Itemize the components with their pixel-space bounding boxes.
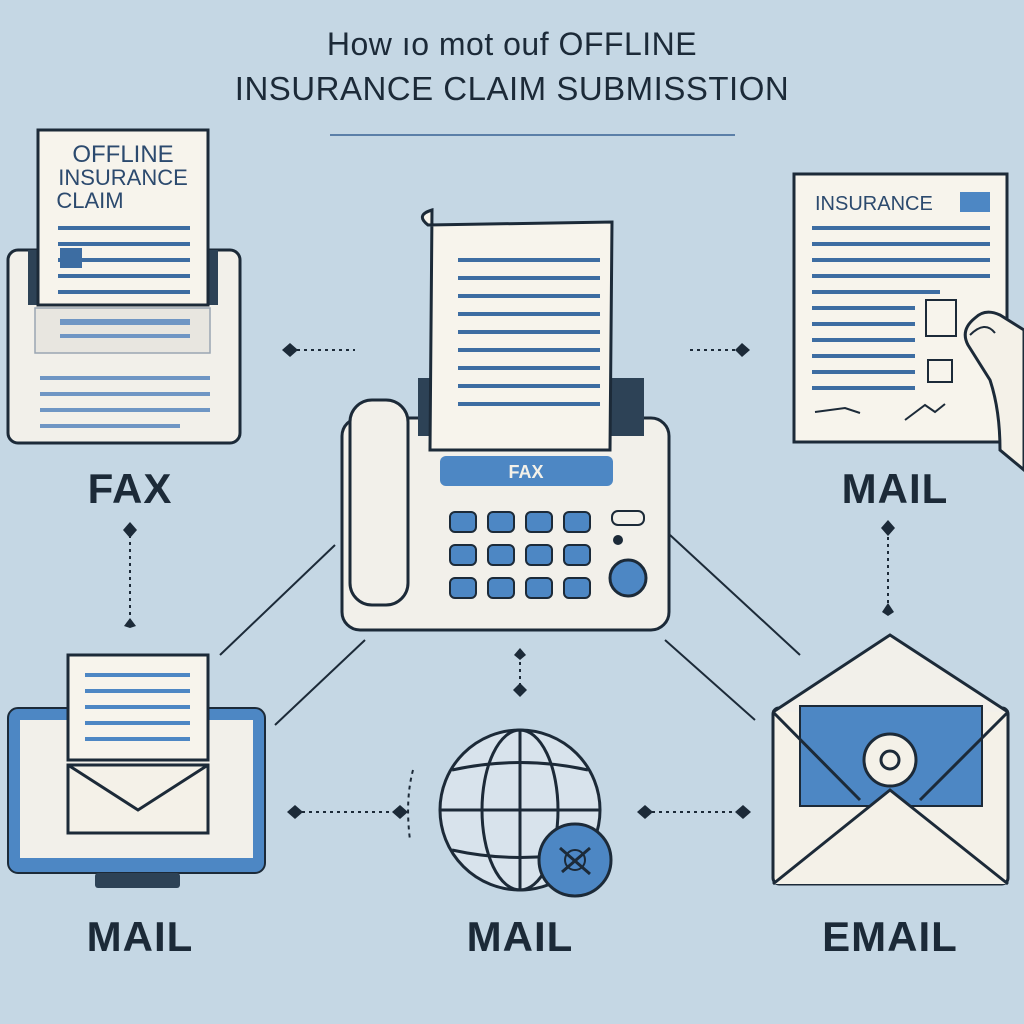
fax-display-text: FAX — [508, 462, 543, 482]
label-mail-top-right: MAIL — [841, 465, 949, 512]
title-line-2: INSURANCE CLAIM SUBMISSTION — [234, 70, 790, 107]
dotted-connectors — [129, 349, 889, 813]
printer-icon: OFFLINE INSURANCE CLAIM — [6, 128, 242, 445]
fax-display-panel — [440, 456, 613, 486]
mail-doc-heading: INSURANCE — [815, 193, 933, 215]
doc-line-insurance: INSURANCE — [58, 165, 188, 190]
doc-line-offline: OFFLINE — [72, 141, 173, 168]
envelope-icon — [66, 763, 210, 835]
label-email-bottom-right: EMAIL — [822, 913, 958, 960]
laptop-mail-icon — [7, 653, 266, 888]
title-line-1: How ıo mot ouf OFFLINE — [326, 26, 698, 62]
doc-line-claim: CLAIM — [56, 188, 123, 213]
label-mail-bottom-left: MAIL — [86, 913, 194, 960]
fax-dial-button — [608, 558, 648, 598]
envelope-email-icon — [771, 633, 1010, 886]
hand-icon — [963, 310, 1024, 472]
label-fax-top-left: FAX — [87, 465, 173, 512]
fax-handset — [348, 398, 410, 607]
fax-keypad — [449, 511, 591, 599]
label-mail-bottom-center: MAIL — [466, 913, 574, 960]
globe-icon — [407, 728, 613, 898]
diagonal-connectors — [219, 534, 801, 726]
fax-machine-icon: FAX — [340, 207, 671, 632]
connector-arrowheads — [123, 343, 895, 819]
document-hand-icon: INSURANCE — [792, 172, 1024, 472]
